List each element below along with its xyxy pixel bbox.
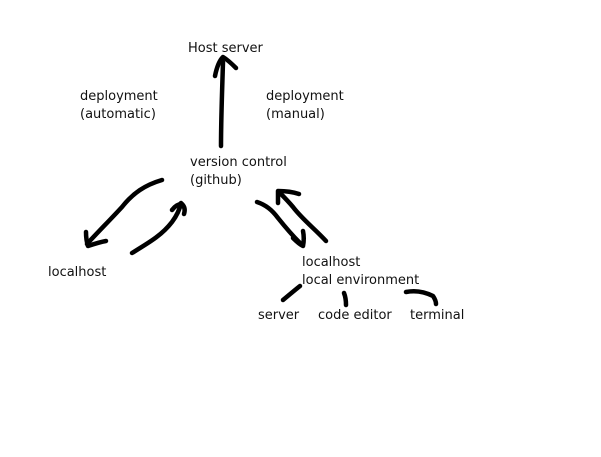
- arrowhead-localhost-right: [290, 228, 306, 249]
- label-deployment-automatic-line1: deployment: [80, 89, 158, 104]
- branch-terminal: [403, 288, 439, 307]
- label-deployment-manual-line2: (manual): [266, 107, 325, 122]
- arrow-vc-to-host: [218, 59, 226, 149]
- node-code-editor: code editor: [318, 308, 392, 323]
- arrow-localhost-right-to-vc: [276, 189, 329, 244]
- arrowhead-vc-right: [275, 188, 302, 206]
- branch-server: [280, 283, 303, 303]
- arrowhead-vc-left: [169, 201, 187, 217]
- label-deployment-manual-line1: deployment: [266, 89, 344, 104]
- label-deployment-automatic-line2: (automatic): [80, 107, 156, 122]
- node-localhost-left: localhost: [48, 265, 107, 280]
- node-version-control-line1: version control: [190, 155, 287, 170]
- node-local-environment: local environment: [302, 273, 420, 288]
- node-server: server: [258, 308, 300, 323]
- arrow-localhost-left-to-vc: [129, 200, 184, 256]
- arrow-vc-to-localhost-left: [84, 177, 165, 247]
- arrowhead-host: [212, 54, 239, 79]
- arrowhead-localhost-left: [83, 229, 109, 249]
- node-version-control-line2: (github): [190, 173, 242, 188]
- node-host-server: Host server: [188, 41, 263, 56]
- node-terminal: terminal: [410, 308, 465, 323]
- node-localhost-right: localhost: [302, 255, 361, 270]
- branch-code-editor: [341, 290, 349, 308]
